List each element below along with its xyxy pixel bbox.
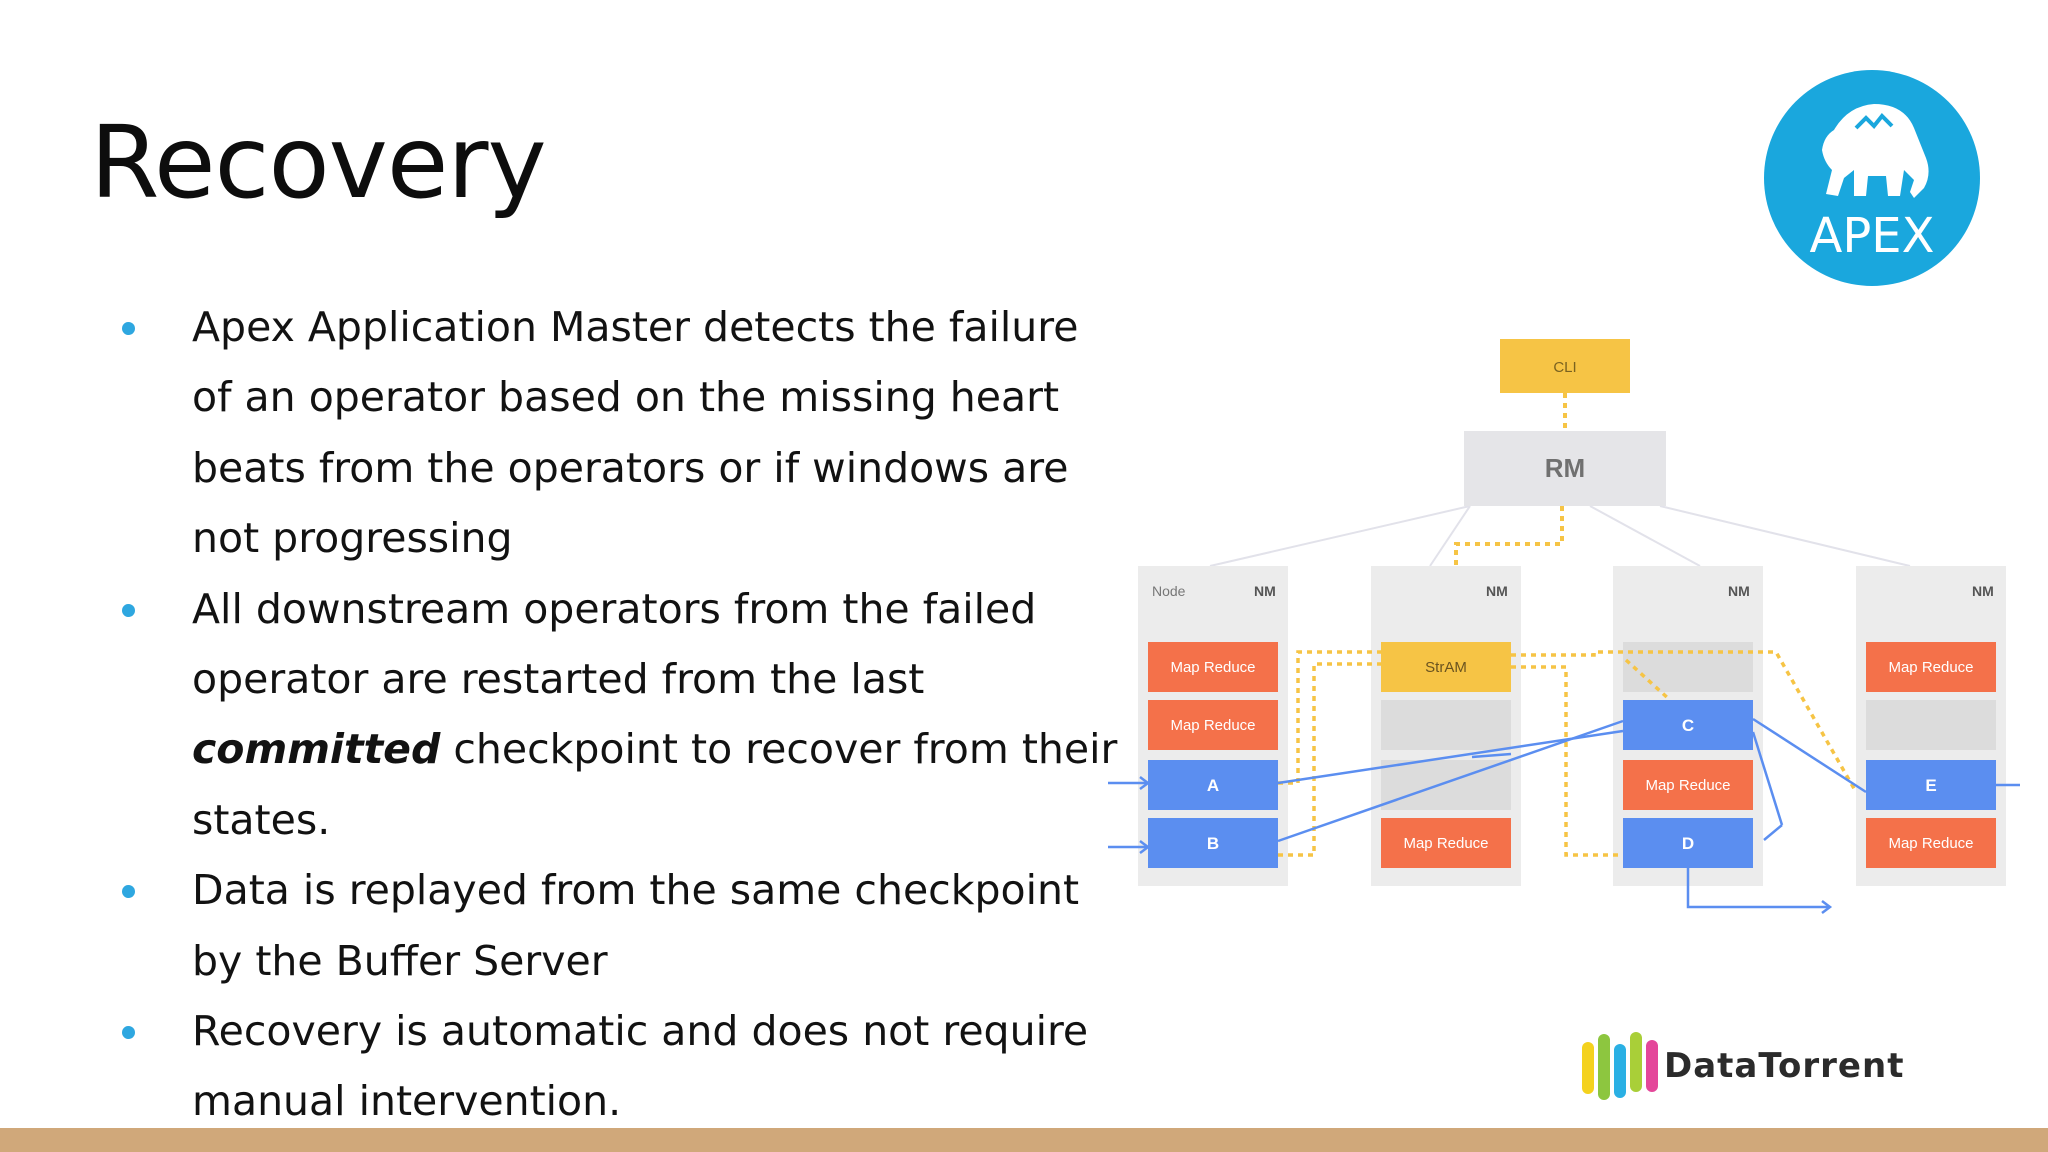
heartbeat-dotted-lines [1278, 650, 1858, 857]
rm-box [1464, 431, 1666, 506]
datatorrent-logo [1582, 1032, 1658, 1100]
operator-b-box [1148, 818, 1278, 868]
mountain-icon [1854, 113, 1894, 130]
map-reduce-box [1148, 642, 1278, 692]
footer-bar [0, 1128, 2048, 1152]
apex-logo-text: APEX [1810, 208, 1935, 264]
datatorrent-mark-icon [1582, 1032, 1658, 1100]
map-reduce-label: Map Reduce [1645, 777, 1730, 794]
nm-label: NM [1254, 583, 1276, 599]
rm-label: RM [1545, 453, 1585, 483]
map-reduce-box [1623, 760, 1753, 810]
operator-a-label: A [1207, 776, 1219, 795]
nm-label: NM [1486, 583, 1508, 599]
bullet-dot-icon [122, 603, 135, 617]
node-label: Node [1152, 583, 1186, 599]
gorilla-icon [1822, 104, 1929, 198]
map-reduce-label: Map Reduce [1170, 659, 1255, 676]
bullet-dot-icon [122, 885, 135, 899]
bullet-text-post: checkpoint to recover from their states. [192, 725, 1118, 844]
apex-logo-circle [1764, 70, 1980, 286]
apex-logo: APEX [1764, 70, 1980, 286]
bullet-dot-icon [122, 322, 135, 335]
operator-d-box [1623, 818, 1753, 868]
map-reduce-box [1381, 818, 1511, 868]
operator-a-box [1148, 760, 1278, 810]
operator-b-label: B [1207, 834, 1219, 853]
data-flow-arrows [1108, 717, 2020, 914]
slide-title: Recovery [90, 104, 547, 221]
map-reduce-label: Map Reduce [1888, 835, 1973, 852]
bullet-text: Data is replayed from the same checkpoin… [192, 866, 1080, 985]
nm-label: NM [1728, 583, 1750, 599]
map-reduce-label: Map Reduce [1403, 835, 1488, 852]
architecture-diagram: CLI RM Node NM NM NM NM Map Reduce Map R… [1108, 339, 2020, 914]
bullet-dot-icon [122, 1026, 135, 1040]
datatorrent-wordmark: DataTorrent [1664, 1046, 1905, 1086]
empty-slot [1381, 700, 1511, 750]
cli-box [1500, 339, 1630, 393]
empty-slot [1866, 700, 1996, 750]
empty-slot [1623, 642, 1753, 692]
rm-connectors [1209, 505, 1911, 567]
map-reduce-box [1866, 818, 1996, 868]
operator-c-box [1623, 700, 1753, 750]
cli-label: CLI [1553, 359, 1576, 376]
bullet-text-pre: All downstream operators from the failed… [192, 584, 1037, 704]
bullet-item: Recovery is automatic and does not requi… [110, 996, 1120, 1137]
stram-box [1381, 642, 1511, 692]
nm-label: NM [1972, 583, 1994, 599]
bullet-text: Recovery is automatic and does not requi… [192, 1007, 1089, 1126]
operator-e-label: E [1925, 776, 1936, 795]
bullet-item: All downstream operators from the failed… [110, 574, 1120, 856]
bullet-list: Apex Application Master detects the fail… [110, 292, 1120, 1137]
map-reduce-label: Map Reduce [1888, 659, 1973, 676]
bullet-item: Data is replayed from the same checkpoin… [110, 855, 1120, 996]
map-reduce-box [1148, 700, 1278, 750]
operator-e-box [1866, 760, 1996, 810]
operator-c-label: C [1682, 716, 1694, 735]
bullet-text: Apex Application Master detects the fail… [192, 303, 1079, 563]
map-reduce-label: Map Reduce [1170, 717, 1255, 734]
operator-d-label: D [1682, 834, 1694, 853]
bullet-emphasis: committed [192, 725, 441, 774]
map-reduce-box [1866, 642, 1996, 692]
bullet-item: Apex Application Master detects the fail… [110, 292, 1120, 574]
stram-label: StrAM [1425, 659, 1467, 676]
